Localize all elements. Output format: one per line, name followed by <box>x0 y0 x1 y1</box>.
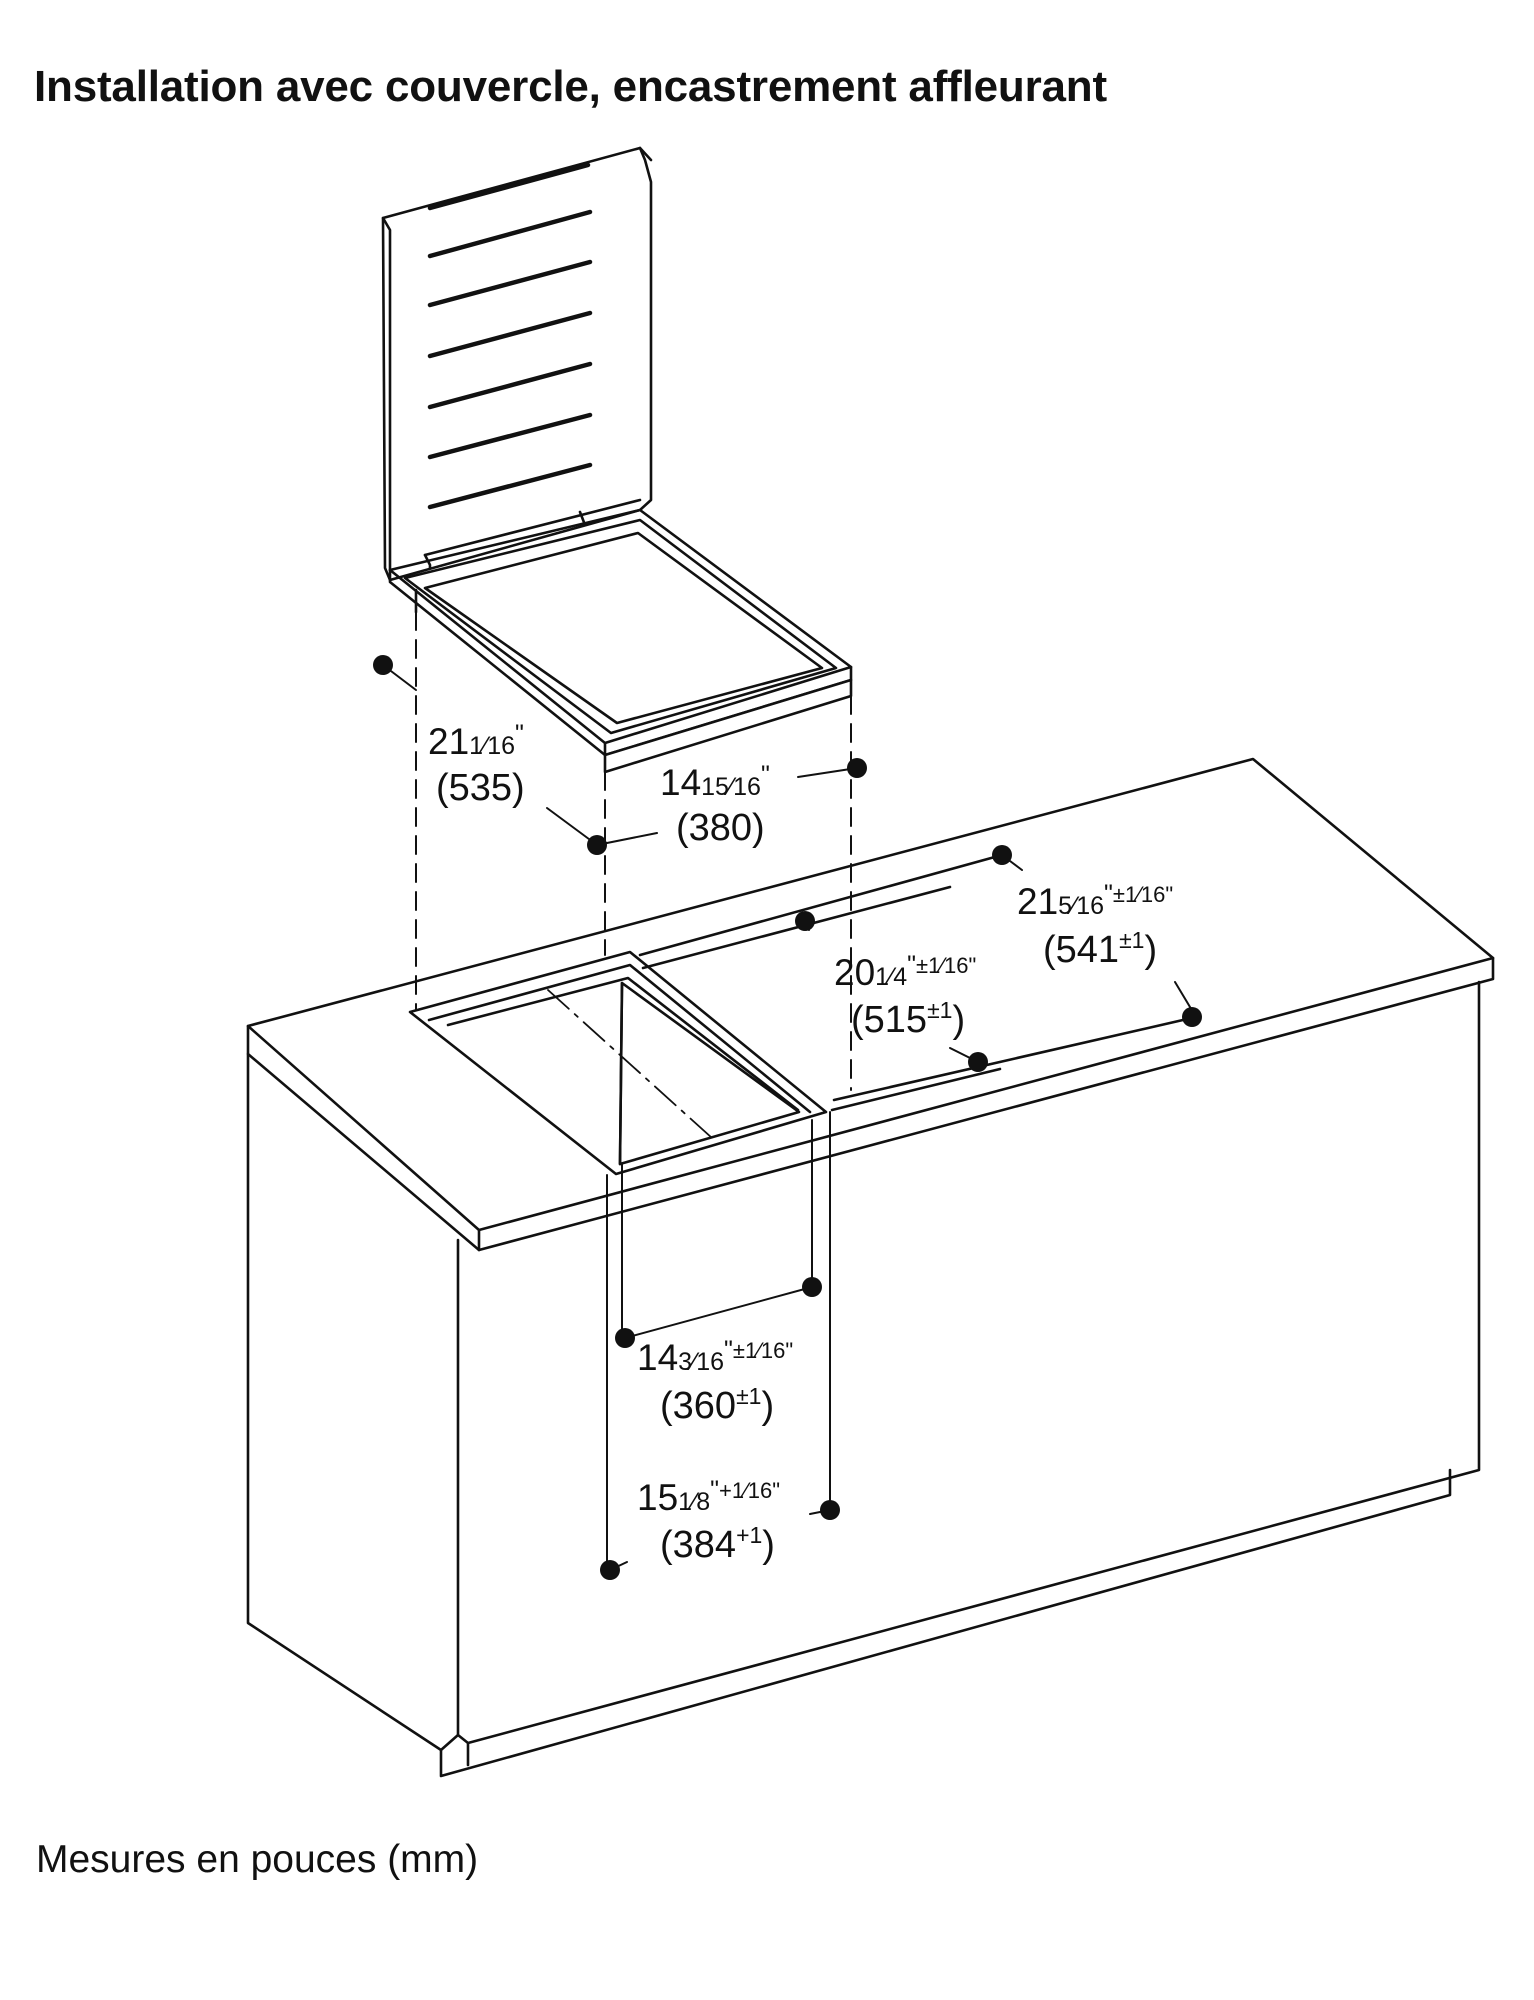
dim-inch-frac: 5⁄16 <box>1058 892 1104 920</box>
cutout-illustration <box>408 853 1198 1176</box>
dim-dot <box>802 1277 822 1297</box>
dim-mm: (541 <box>1043 929 1119 971</box>
svg-text:1415⁄16": 1415⁄16" <box>660 761 770 803</box>
dimension-dots <box>373 655 1202 1580</box>
dim-inch-whole: 15 <box>637 1477 678 1518</box>
dim-mm-close: ) <box>762 1524 775 1566</box>
dim-tolerance: ±1⁄16" <box>733 1338 793 1363</box>
svg-text:(515±1): (515±1) <box>851 997 965 1041</box>
dim-tolerance: +1⁄16" <box>719 1478 780 1503</box>
dim-mm: (384 <box>660 1524 736 1566</box>
svg-text:151⁄8"+1⁄16": 151⁄8"+1⁄16" <box>637 1476 780 1518</box>
dim-dot <box>373 655 393 675</box>
dim-mm: (515 <box>851 999 927 1041</box>
dim-mm-close: ) <box>761 1385 774 1427</box>
dim-inch-frac: 3⁄16 <box>678 1348 724 1376</box>
dim-dot <box>615 1328 635 1348</box>
dim-inch-whole: 14 <box>637 1337 678 1378</box>
dim-mm-close: ) <box>1144 929 1157 971</box>
dim-mm: (380) <box>676 807 765 849</box>
dim-inch-frac: 1⁄8 <box>678 1488 710 1516</box>
dim-dot <box>1182 1007 1202 1027</box>
dim-dot <box>968 1052 988 1072</box>
cabinet-illustration <box>246 757 1495 1778</box>
cooktop-unit-illustration <box>388 508 853 774</box>
dim-inch-mark: " <box>1104 880 1113 908</box>
dim-mm-tol: +1 <box>736 1522 762 1548</box>
measurement-units-note: Mesures en pouces (mm) <box>36 1838 479 1881</box>
dim-inch-whole: 20 <box>834 952 875 993</box>
page-title: Installation avec couvercle, encastremen… <box>34 62 1107 111</box>
svg-text:201⁄4"±1⁄16": 201⁄4"±1⁄16" <box>834 951 976 993</box>
dim-mm: (360 <box>660 1385 736 1427</box>
dim-inch-mark: " <box>724 1336 733 1364</box>
dim-inch-whole: 21 <box>1017 881 1058 922</box>
dim-cutout-inner-width: 143⁄16"±1⁄16" (360±1) <box>637 1336 793 1427</box>
dim-dot <box>820 1500 840 1520</box>
svg-text:(360±1): (360±1) <box>660 1383 774 1427</box>
dim-dot <box>795 911 815 931</box>
dim-mm-tol: ±1 <box>927 997 952 1023</box>
dim-inch-mark: " <box>907 951 916 979</box>
svg-text:(541±1): (541±1) <box>1043 927 1157 971</box>
svg-text:(384+1): (384+1) <box>660 1522 775 1566</box>
dim-unit-depth: 211⁄16" (535) <box>428 720 525 809</box>
dim-mm-tol: ±1 <box>736 1383 761 1409</box>
dim-inch-whole: 14 <box>660 762 701 803</box>
dim-tolerance: ±1⁄16" <box>1113 882 1173 907</box>
dim-cutout-outer-width: 151⁄8"+1⁄16" (384+1) <box>637 1476 780 1566</box>
dim-mm-tol: ±1 <box>1119 927 1144 953</box>
dim-cutout-inner-depth: 201⁄4"±1⁄16" (515±1) <box>834 951 976 1041</box>
dim-cutout-outer-depth: 215⁄16"±1⁄16" (541±1) <box>1017 880 1173 971</box>
dim-inch-mark: " <box>515 720 524 748</box>
dim-mm: (535) <box>436 767 525 809</box>
dim-dot <box>847 758 867 778</box>
svg-text:215⁄16"±1⁄16": 215⁄16"±1⁄16" <box>1017 880 1173 922</box>
lid-illustration <box>381 146 653 582</box>
dim-inch-frac: 15⁄16 <box>701 773 761 801</box>
dim-inch-mark: " <box>761 761 770 789</box>
dim-inch-frac: 1⁄16 <box>469 732 515 760</box>
dim-inch-mark: " <box>710 1476 719 1504</box>
dim-inch-whole: 21 <box>428 721 469 762</box>
dim-unit-width: 1415⁄16" (380) <box>660 761 770 849</box>
dim-tolerance: ±1⁄16" <box>916 953 976 978</box>
dim-dot <box>600 1560 620 1580</box>
dim-dot <box>587 835 607 855</box>
svg-text:143⁄16"±1⁄16": 143⁄16"±1⁄16" <box>637 1336 793 1378</box>
dim-inch-frac: 1⁄4 <box>875 963 907 991</box>
dim-dot <box>992 845 1012 865</box>
dim-mm-close: ) <box>952 999 965 1041</box>
svg-text:211⁄16": 211⁄16" <box>428 720 524 762</box>
